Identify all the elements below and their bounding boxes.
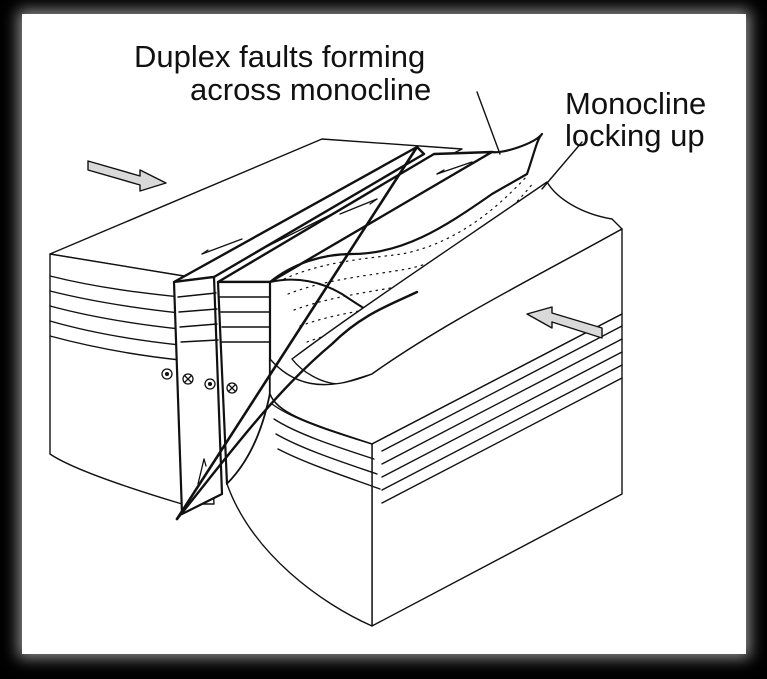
left-compression-arrow-icon [87,160,167,192]
sheet-1-strata-lines [177,292,219,343]
left-block-strata-lines [49,275,181,361]
fold-front-strata-lines [271,403,381,490]
monocline-label-line2: locking up [565,118,705,153]
block-diagram [49,91,623,627]
figure-panel: Duplex faults forming across monocline M… [22,14,746,654]
monocline-fold-sheet [268,132,544,284]
monocline-leader-line [541,141,583,190]
thrust-sheet-1-face [172,275,224,516]
monocline-label-line1: Monocline [565,86,707,121]
lower-thrust-fault [175,290,419,521]
duplex-label-line1: Duplex faults forming [134,39,426,74]
duplex-label-line2: across monocline [190,72,432,107]
sheet-2-strata-lines [219,296,271,343]
right-block-strata-lines [381,325,623,504]
main-thrust-fault [175,145,419,521]
right-compression-arrow-icon [526,306,603,339]
fault-displacement-arrows [197,161,473,485]
duplex-leader-line [476,91,501,155]
fault-motion-symbols [161,368,238,394]
